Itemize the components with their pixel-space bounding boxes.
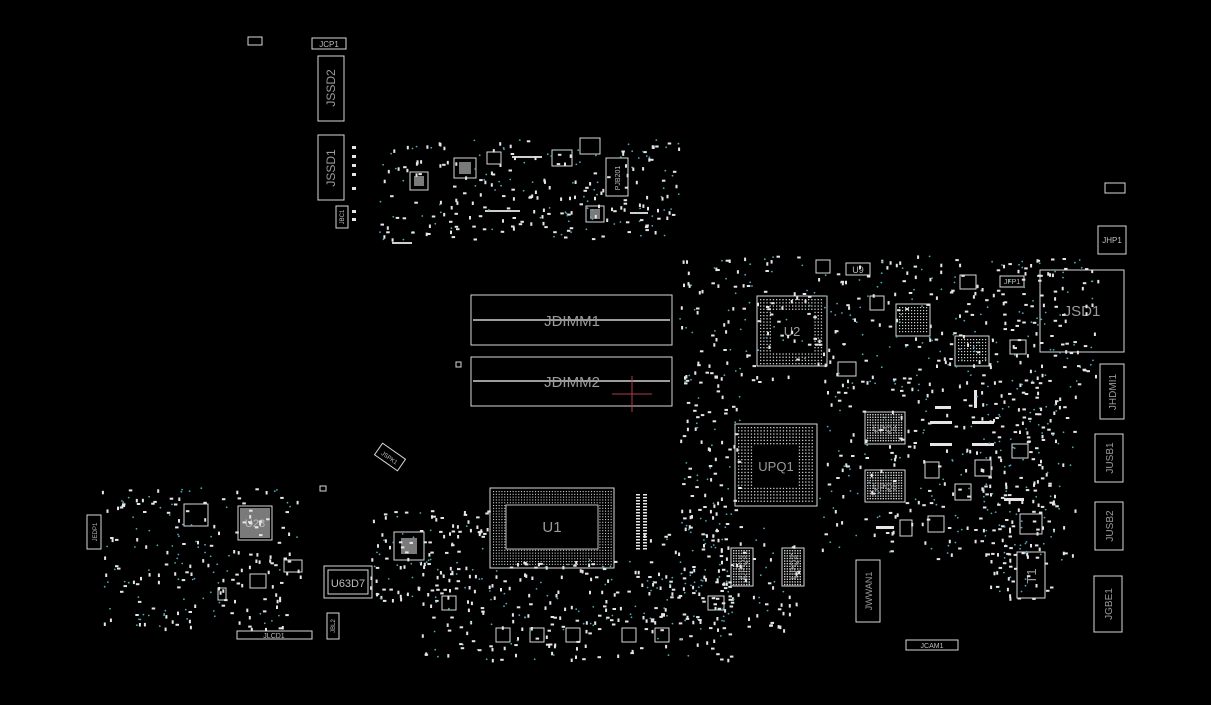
label-jgbe1: JGBE1 [1104,588,1115,620]
connector-jhp1[interactable]: JHP1 [1097,225,1127,255]
connector-jfp1[interactable]: JFP1 [999,275,1025,288]
ic-upper-left[interactable] [409,171,429,191]
connector-jhdmi1[interactable]: JHDMI1 [1099,363,1125,420]
small-part-outline[interactable] [1011,443,1029,459]
connector-jdimm2[interactable]: JDIMM2 [470,356,673,407]
small-part-outline[interactable] [183,503,209,527]
inductor-bars [876,390,1024,529]
small-part-outline[interactable] [283,559,303,573]
connector-jbc1[interactable]: JBC1 [335,205,349,229]
small-part-outline[interactable] [249,573,267,589]
label-jdimm2: JDIMM2 [544,374,600,391]
small-pad-outline [319,485,327,492]
small-part-outline[interactable] [959,274,977,290]
small-part-outline[interactable] [1019,513,1043,535]
label-jhdmi1: JHDMI1 [1108,374,1119,411]
label-jssd1: JSSD1 [324,149,338,187]
ic-lower-right-of-u2[interactable] [954,335,990,367]
connector-jsd1[interactable]: JSD1 [1039,269,1125,353]
chip-upq2[interactable]: UPQ2 [781,547,805,587]
label-pjb201: PJB201 [615,166,622,191]
label-jbl2: JBL2 [331,619,337,633]
connector-jdimm1[interactable]: JDIMM1 [470,294,673,346]
small-pad-outline [1104,182,1126,194]
label-jcp1: JCP1 [319,40,339,49]
label-t1: T1 [1024,568,1039,583]
smd-pads-and-vias [101,139,1100,663]
label-u63d7: U63D7 [331,578,365,590]
small-part-outline[interactable] [837,361,857,377]
component-jspk1[interactable]: JSPK1 [373,442,407,472]
label-u1: U1 [542,519,561,536]
chip-upq5[interactable]: UPQ5 [864,469,906,503]
label-jedp1: JEDP1 [93,522,99,541]
small-part-outline[interactable] [869,295,885,311]
connector-jcam1[interactable]: JCAM1 [905,639,959,651]
capacitor-array [636,494,647,550]
chip-u1-cpu[interactable]: U1 [489,487,615,569]
label-jbc1: JBC1 [340,209,346,224]
small-part-outline[interactable] [899,519,913,537]
chip-upq3[interactable]: UPQ3 [730,547,754,587]
ic-bottom-row[interactable] [441,595,725,643]
connector-jwwan1[interactable]: JWWAN1 [855,559,881,623]
crosshair-cursor [612,376,652,412]
small-part-outline[interactable] [954,483,972,501]
small-part-outline[interactable] [551,149,573,167]
small-pad-outline [455,361,462,368]
connector-jgbe1[interactable]: JGBE1 [1093,575,1123,633]
chip-upq1[interactable]: UPQ1 [734,423,818,507]
label-jwwan1: JWWAN1 [864,572,874,611]
label-jusb1: JUSB1 [1105,442,1116,474]
component-u9[interactable]: U9 [845,262,871,276]
connector-jedp1[interactable]: JEDP1 [86,514,102,550]
connector-jlcd1[interactable]: JLCD1 [236,630,313,640]
label-jhp1: JHP1 [1102,236,1122,245]
ic-left-of-cpu[interactable] [393,531,425,561]
small-part-outline[interactable] [579,137,601,155]
label-upq4: UPQ4 [873,424,898,434]
pad-column-ssd [352,146,356,221]
small-part-outline[interactable] [486,151,502,165]
label-jlcd1: JLCD1 [263,633,285,640]
connector-jusb1[interactable]: JUSB1 [1094,433,1124,483]
small-part-outline[interactable] [924,461,940,479]
label-upq2: UPQ2 [789,555,799,580]
label-jusb2: JUSB2 [1105,510,1116,542]
connector-jcp1[interactable]: JCP1 [311,37,347,50]
small-part-outline[interactable] [927,515,945,533]
label-jdimm1: JDIMM1 [544,313,600,330]
component-u63d7[interactable]: U63D7 [323,565,373,599]
connector-jssd2[interactable]: JSSD2 [317,55,345,122]
label-jcam1: JCAM1 [921,643,944,650]
connector-jusb2[interactable]: JUSB2 [1094,501,1124,551]
small-part-outline[interactable] [217,587,227,601]
label-jssd2: JSSD2 [324,69,338,107]
component-t1[interactable]: T1 [1016,551,1046,599]
label-upq5: UPQ5 [873,482,898,492]
small-part-outline[interactable] [815,259,831,274]
label-u9: U9 [852,265,864,275]
small-pad-outline [247,36,263,46]
connector-jssd1[interactable]: JSSD1 [317,134,345,201]
label-jfp1: JFP1 [1004,279,1020,286]
small-part-outline[interactable] [1009,339,1027,355]
ic-upper-right[interactable] [585,205,605,223]
label-upq3: UPQ3 [738,555,748,580]
ic-right-of-u2[interactable] [895,303,931,337]
connector-jbl2[interactable]: JBL2 [326,612,340,640]
ic-upper-mid[interactable] [453,157,477,179]
label-upq1: UPQ1 [758,459,793,474]
label-jsd1: JSD1 [1064,303,1101,320]
small-part-outline[interactable] [974,459,992,477]
